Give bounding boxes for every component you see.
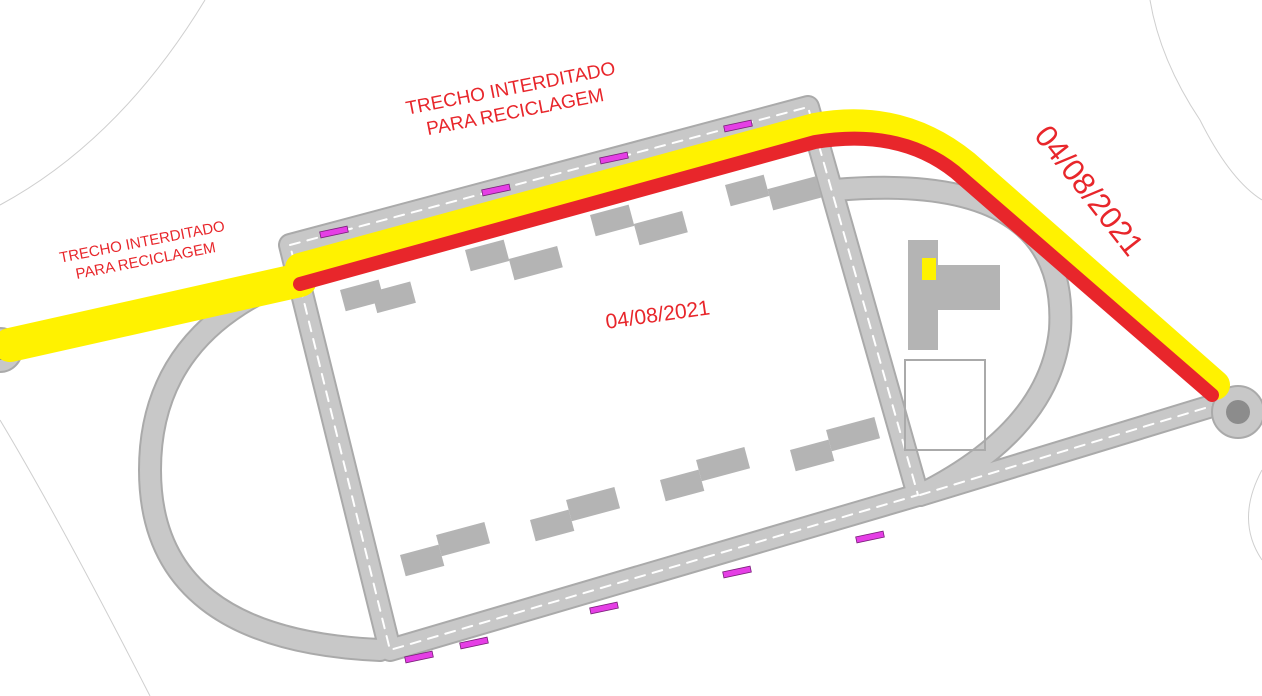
closed-road-segment — [0, 109, 1230, 402]
building-clusters — [340, 174, 881, 577]
facility-building — [904, 240, 1000, 451]
road-network — [138, 95, 1227, 662]
crosswalk-marker-icon — [319, 119, 885, 664]
